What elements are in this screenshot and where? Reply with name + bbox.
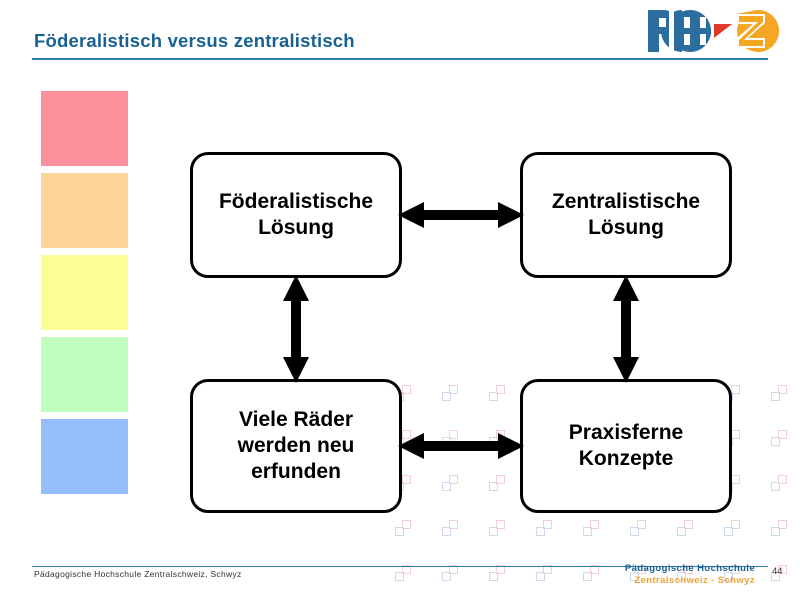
color-swatch-strip: [41, 91, 128, 501]
swatch-green: [41, 337, 128, 412]
watermark-unit: [489, 385, 509, 405]
watermark-unit: [442, 475, 462, 495]
watermark-unit: [771, 385, 791, 405]
watermark-unit: [771, 520, 791, 540]
footer-brand: Pädagogische Hochschule Zentralschweiz -…: [620, 563, 755, 587]
watermark-unit: [489, 475, 509, 495]
page-title: Föderalistisch versus zentralistisch: [34, 30, 355, 51]
watermark-unit: [536, 520, 556, 540]
swatch-blue: [41, 419, 128, 494]
watermark-unit: [630, 520, 650, 540]
footer-institution-text: Pädagogische Hochschule Zentralschweiz, …: [34, 569, 242, 579]
watermark-unit: [536, 565, 556, 585]
watermark-unit: [442, 385, 462, 405]
watermark-unit: [442, 520, 462, 540]
watermark-unit: [489, 520, 509, 540]
watermark-unit: [771, 475, 791, 495]
watermark-unit: [442, 565, 462, 585]
title-divider: [32, 58, 768, 60]
arrow-bottom-horizontal[interactable]: [398, 427, 524, 465]
footer-brand-line1: Pädagogische Hochschule: [624, 563, 755, 574]
watermark-unit: [489, 565, 509, 585]
footer-divider: [32, 566, 768, 567]
swatch-yellow: [41, 255, 128, 330]
watermark-unit: [395, 520, 415, 540]
swatch-orange: [41, 173, 128, 248]
watermark-unit: [583, 520, 603, 540]
watermark-unit: [724, 520, 744, 540]
phz-logo: [640, 8, 780, 54]
arrow-top-horizontal[interactable]: [398, 196, 524, 234]
watermark-unit: [771, 430, 791, 450]
arrow-right-vertical[interactable]: [607, 275, 645, 383]
logo-letter-h: [669, 10, 711, 52]
logo-letter-z: [736, 10, 779, 52]
watermark-unit: [677, 520, 697, 540]
logo-accent-triangle: [714, 24, 732, 38]
watermark-unit: [395, 565, 415, 585]
page-number: 44: [772, 566, 783, 577]
arrow-left-vertical[interactable]: [277, 275, 315, 383]
watermark-unit: [583, 565, 603, 585]
swatch-pink: [41, 91, 128, 166]
footer-brand-line2: Zentralschweiz - Schwyz: [634, 574, 755, 586]
